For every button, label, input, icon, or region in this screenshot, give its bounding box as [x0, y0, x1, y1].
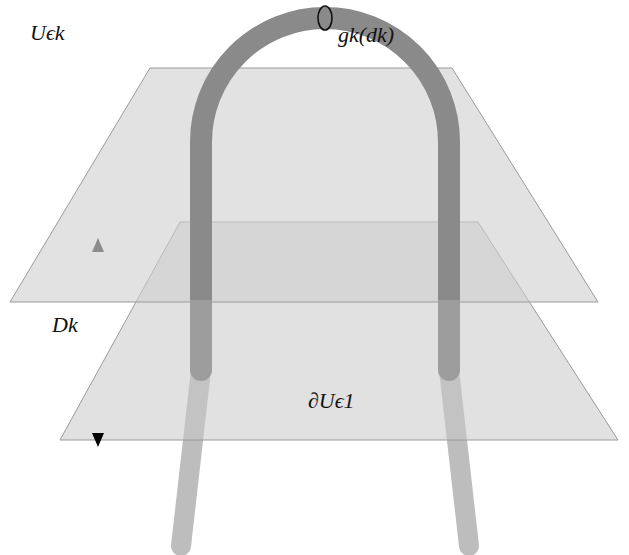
arrow-head	[92, 238, 104, 252]
curve-label: gk(dk)	[338, 24, 394, 46]
region-label: Uϵk	[30, 22, 65, 44]
double-arrow-shaft	[96, 248, 100, 438]
tube-arch	[201, 18, 449, 300]
ring	[318, 6, 332, 30]
boundary-label: ∂Uϵ1	[308, 390, 355, 412]
tube-leg	[438, 300, 460, 370]
arrow-head	[92, 433, 104, 447]
tube-leg	[190, 300, 212, 370]
distance-label: Dk	[52, 314, 78, 336]
